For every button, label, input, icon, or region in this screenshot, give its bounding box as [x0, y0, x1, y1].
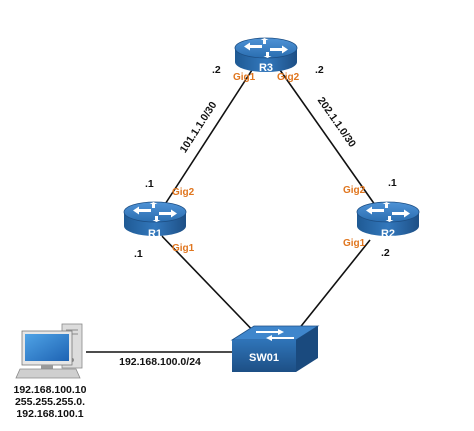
host-ip: 192.168.100.10: [14, 384, 87, 396]
r3-interface-gig1: Gig1: [233, 72, 256, 83]
r1-interface-gig1: Gig1: [172, 243, 195, 254]
switch-icon: [230, 325, 320, 372]
r1-interface-gig2: Gig2: [172, 187, 195, 198]
link-r1-sw: [157, 231, 263, 341]
router-icon: [123, 201, 187, 236]
r2-interface-gig1: Gig1: [343, 238, 366, 249]
r2-host-upper: .1: [388, 177, 397, 189]
router-icon: [234, 37, 298, 72]
host-mask: 255.255.255.0.: [15, 396, 85, 408]
r2-host-lower: .2: [381, 247, 390, 259]
r3-host-right: .2: [315, 64, 324, 76]
link-r2-sw: [289, 239, 371, 341]
router-r3-label: R3: [259, 62, 273, 74]
links: [86, 69, 381, 353]
host-pc[interactable]: [15, 323, 83, 379]
router-r1-label: R1: [148, 228, 162, 240]
link-r1-r3: [159, 69, 253, 213]
link-r3-r2: [279, 69, 381, 213]
subnet-r1-r3: 101.1.1.0/30: [178, 99, 220, 155]
r3-host-left: .2: [212, 64, 221, 76]
router-r2[interactable]: R2: [356, 201, 420, 240]
router-icon: [356, 201, 420, 236]
router-r3[interactable]: R3: [234, 37, 298, 74]
r1-host-upper: .1: [145, 178, 154, 190]
r1-host-lower: .1: [134, 248, 143, 260]
router-r2-label: R2: [381, 228, 395, 240]
subnet-pc-sw: 192.168.100.0/24: [119, 356, 201, 368]
computer-icon: [15, 323, 83, 379]
router-r1[interactable]: R1: [123, 201, 187, 240]
r3-interface-gig2: Gig2: [277, 72, 300, 83]
switch-label: SW01: [249, 352, 279, 364]
r2-interface-gig2: Gig2: [343, 185, 366, 196]
switch-sw01[interactable]: SW01: [230, 325, 320, 372]
subnet-r2-r3: 202.1.1.0/30: [315, 95, 358, 150]
host-gateway: 192.168.100.1: [16, 408, 83, 420]
